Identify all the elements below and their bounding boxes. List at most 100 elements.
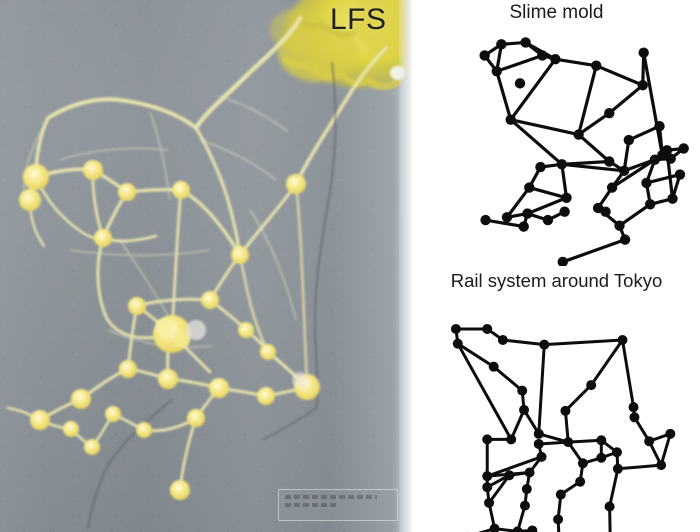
graph-node bbox=[542, 214, 554, 226]
graph-node bbox=[506, 434, 517, 445]
graph-edge bbox=[560, 162, 569, 200]
graph-edge bbox=[542, 338, 624, 347]
graph-node bbox=[661, 145, 673, 156]
graph-node bbox=[604, 501, 615, 512]
graph-node bbox=[600, 206, 611, 217]
graph-node bbox=[604, 107, 615, 119]
graph-node bbox=[535, 161, 546, 173]
graph-edge bbox=[644, 172, 682, 185]
graph-node bbox=[479, 50, 490, 61]
graph-edge bbox=[487, 473, 511, 505]
graph-node bbox=[514, 78, 526, 89]
graph-node bbox=[536, 451, 547, 462]
slime-mold-network-panel: Slime mold bbox=[413, 0, 700, 266]
graph-node bbox=[628, 402, 639, 413]
graph-node bbox=[484, 497, 495, 508]
graph-edge bbox=[608, 467, 620, 509]
graph-node bbox=[533, 438, 544, 449]
graph-node bbox=[520, 37, 531, 48]
graph-edge bbox=[527, 185, 569, 200]
graph-node bbox=[527, 525, 538, 532]
graph-edge bbox=[509, 118, 564, 166]
graph-node bbox=[577, 458, 588, 469]
graph-edge bbox=[563, 383, 593, 413]
graph-edges bbox=[483, 40, 686, 264]
plasmodium-network-photo bbox=[6, 0, 413, 529]
agar-sheen-overlay bbox=[0, 0, 413, 532]
graph-node bbox=[518, 221, 529, 232]
graph-node bbox=[617, 335, 628, 345]
graph-node bbox=[482, 471, 493, 482]
graph-edge bbox=[537, 343, 546, 436]
graph-edge bbox=[495, 69, 513, 122]
graph-node bbox=[482, 482, 493, 493]
graph-edge bbox=[576, 111, 611, 137]
graph-edge bbox=[610, 158, 657, 190]
graph-node bbox=[612, 463, 623, 474]
graph-node bbox=[573, 129, 584, 140]
graph-node bbox=[561, 192, 572, 203]
graph-node bbox=[555, 489, 566, 500]
graph-edge bbox=[589, 338, 624, 387]
graph-node bbox=[637, 80, 648, 91]
petri-dish-edge bbox=[399, 0, 413, 532]
graph-node bbox=[638, 47, 649, 58]
graph-node bbox=[524, 467, 535, 478]
graph-edge bbox=[492, 365, 524, 393]
graph-node bbox=[611, 447, 622, 458]
graph-node bbox=[452, 338, 463, 349]
graph-node bbox=[586, 380, 597, 391]
plate-caption-box bbox=[278, 489, 398, 521]
graph-node bbox=[501, 212, 513, 223]
graph-node bbox=[539, 339, 550, 350]
graph-edge bbox=[576, 64, 598, 137]
graph-node bbox=[559, 206, 570, 217]
graph-edge bbox=[607, 83, 645, 115]
graph-node bbox=[604, 156, 615, 167]
graph-node bbox=[517, 385, 528, 396]
lfs-label: LFS bbox=[330, 3, 387, 36]
graph-edge bbox=[616, 463, 663, 471]
graph-edge bbox=[566, 438, 603, 444]
graph-node bbox=[645, 199, 656, 210]
graph-node bbox=[614, 220, 625, 231]
slime-mold-photograph: LFS bbox=[0, 0, 413, 532]
graph-node bbox=[537, 50, 548, 61]
graph-node bbox=[450, 323, 461, 334]
graph-node bbox=[641, 177, 652, 189]
graph-edge bbox=[456, 342, 513, 441]
graph-edge bbox=[525, 196, 569, 216]
graph-node bbox=[497, 335, 508, 345]
graph-edge bbox=[620, 338, 636, 409]
rail-network-title: Rail system around Tokyo bbox=[450, 270, 663, 291]
graph-node bbox=[522, 208, 533, 219]
graph-node bbox=[606, 182, 618, 193]
graph-edge bbox=[561, 238, 627, 264]
graph-node bbox=[591, 60, 602, 71]
graph-edge bbox=[617, 202, 652, 228]
graph-edge bbox=[509, 57, 557, 122]
graph-node bbox=[519, 404, 530, 415]
rail-network-panel: Rail system around Tokyo bbox=[413, 266, 700, 532]
graph-node bbox=[533, 428, 544, 439]
graph-node bbox=[665, 153, 676, 164]
graph-node bbox=[504, 470, 515, 481]
graph-node bbox=[488, 361, 499, 372]
graph-node bbox=[524, 182, 535, 193]
graph-node bbox=[674, 169, 686, 180]
graph-node bbox=[560, 405, 571, 416]
graph-edge bbox=[537, 432, 570, 444]
graph-edge bbox=[509, 118, 581, 137]
graph-edge bbox=[556, 517, 561, 532]
graph-node bbox=[496, 39, 507, 50]
graph-node bbox=[649, 154, 661, 165]
graph-node bbox=[678, 143, 689, 154]
graph-edge bbox=[659, 432, 672, 467]
graph-node bbox=[482, 323, 493, 334]
caption-line-2 bbox=[285, 503, 339, 507]
graph-node bbox=[563, 437, 574, 448]
graph-node bbox=[644, 436, 655, 447]
slime-network-title: Slime mold bbox=[509, 2, 604, 23]
graph-node bbox=[596, 435, 607, 446]
